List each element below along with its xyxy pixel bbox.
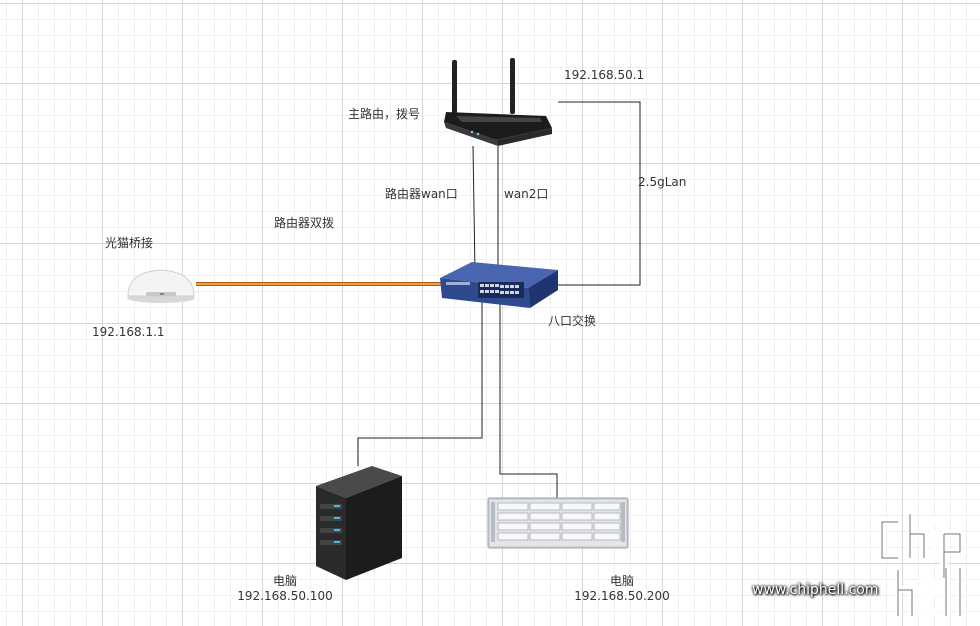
server-ip-label: 192.168.50.100 <box>237 589 333 603</box>
rack-storage-icon <box>487 497 629 549</box>
router-wan-port-label: 路由器wan口 <box>385 187 458 201</box>
chiphell-logo-watermark <box>878 510 964 620</box>
nas-name-label: 电脑 <box>609 574 635 588</box>
server-name-label: 电脑 <box>272 574 298 588</box>
modem-ip-label: 192.168.1.1 <box>92 325 165 339</box>
nas-device[interactable] <box>486 496 630 550</box>
lan-2-5g-label: 2.5gLan <box>638 175 687 189</box>
dual-dial-label: 路由器双拨 <box>274 216 335 230</box>
router-ip-label: 192.168.50.1 <box>564 68 645 82</box>
router-icon <box>444 58 552 146</box>
modem-device[interactable] <box>124 266 198 304</box>
link-switch-nas <box>499 298 558 498</box>
modem-role-label: 光猫桥接 <box>105 236 154 250</box>
modem-icon <box>127 269 195 303</box>
nas-ip-label: 192.168.50.200 <box>574 589 670 603</box>
switch-device[interactable] <box>438 260 560 312</box>
router-device[interactable] <box>442 56 556 150</box>
server-icon <box>316 466 402 580</box>
watermark-url: www.chiphell.com <box>752 582 879 598</box>
server-device[interactable] <box>312 464 406 582</box>
link-2-5g-lan <box>556 101 641 286</box>
link-switch-server <box>357 298 483 466</box>
switch-label: 八口交换 <box>548 314 597 328</box>
switch-icon <box>440 262 558 308</box>
router-role-label: 主路由，拨号 <box>348 107 421 121</box>
wan2-port-label: wan2口 <box>504 187 549 201</box>
link-router-wan <box>472 145 476 273</box>
